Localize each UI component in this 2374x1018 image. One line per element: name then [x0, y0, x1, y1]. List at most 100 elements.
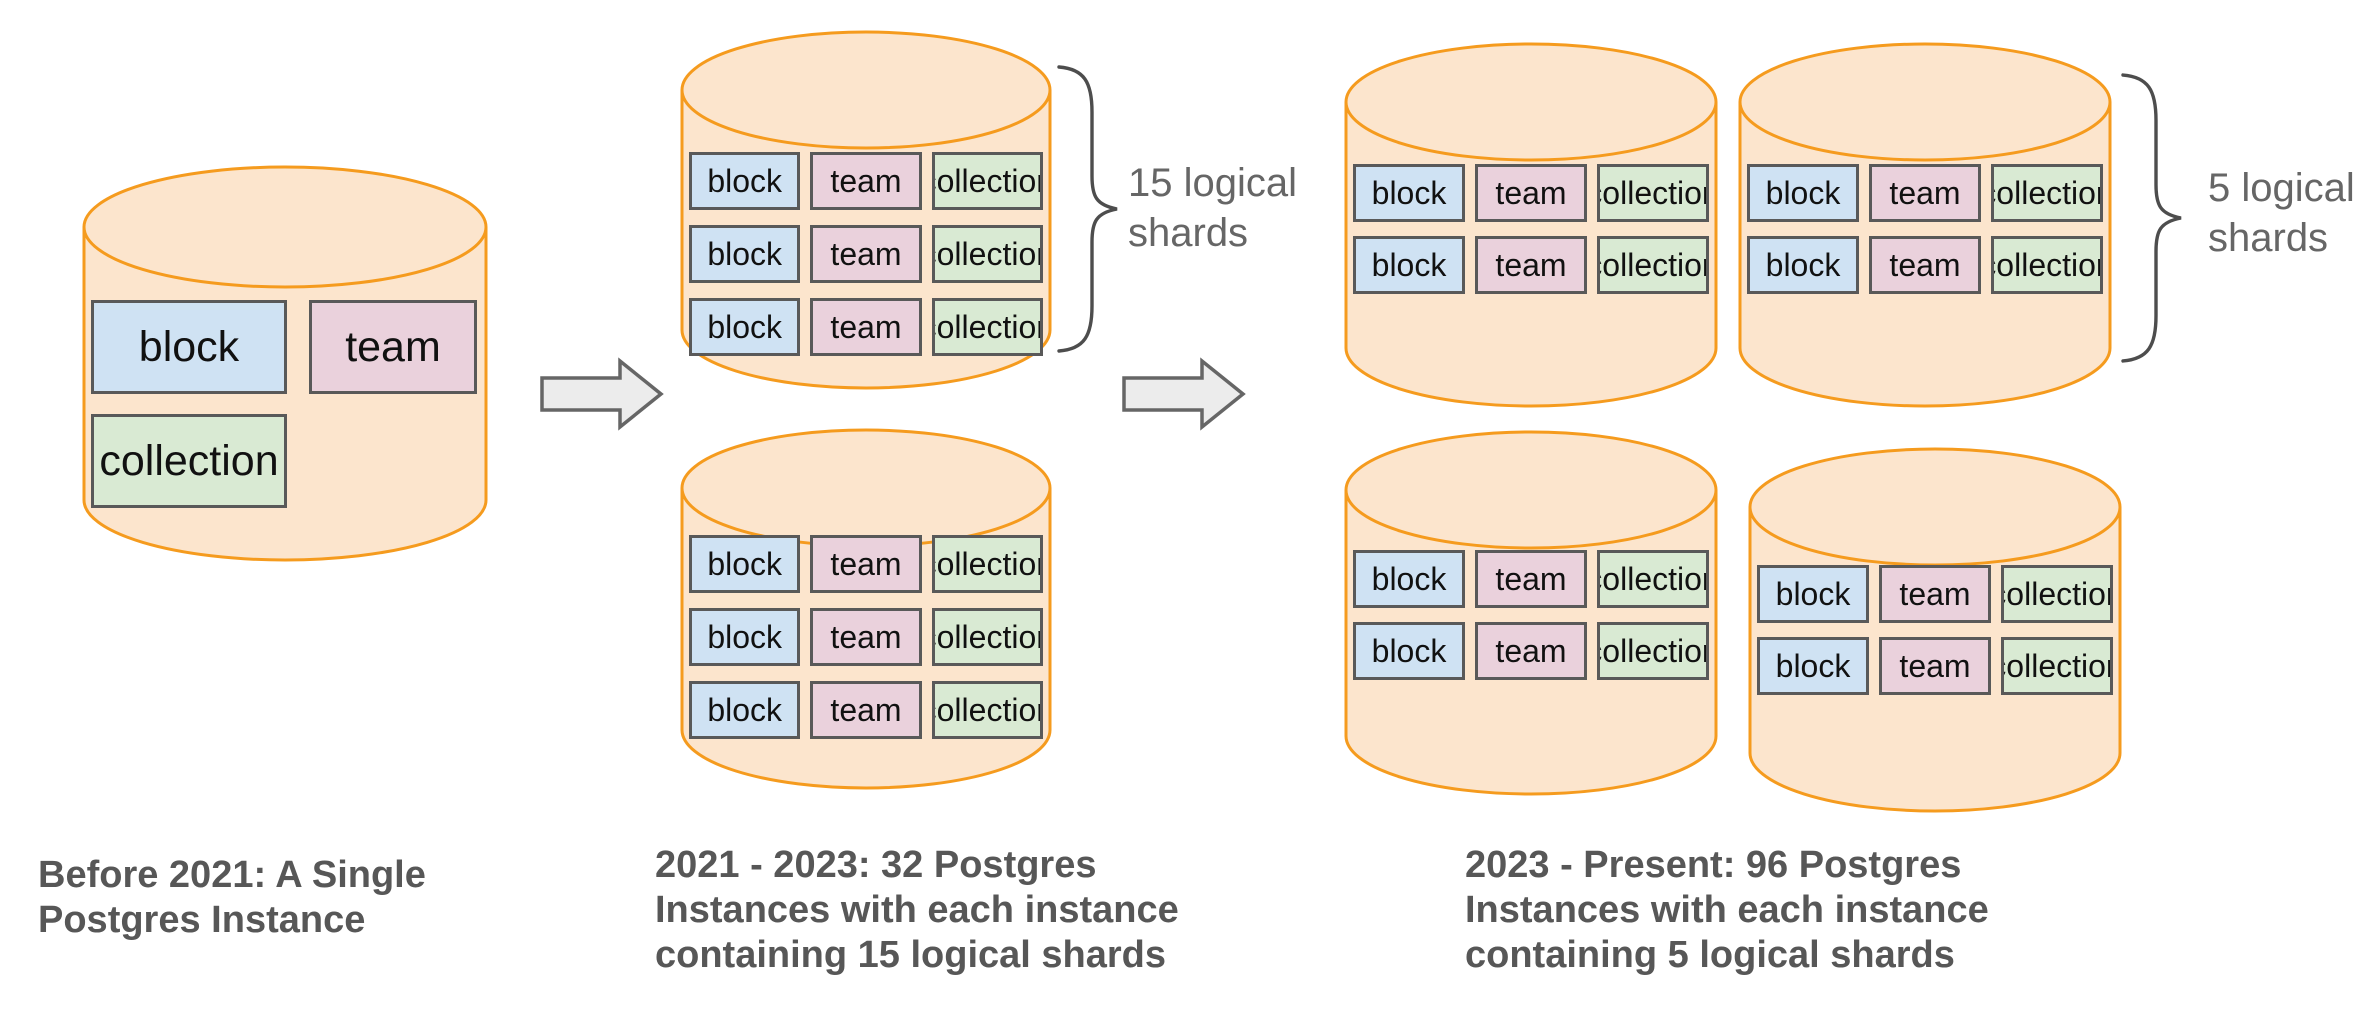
- shard-row: block team collection: [1353, 236, 1709, 294]
- shard-row: block team collection: [1757, 637, 2113, 695]
- collection-table-box: collection: [931, 608, 1043, 666]
- shard-rows: block team collection block team collect…: [1353, 164, 1709, 294]
- team-table-box: team: [1869, 236, 1981, 294]
- block-table-box: block: [1353, 164, 1465, 222]
- block-table-box: block: [1757, 565, 1869, 623]
- shard-row: block team collection: [1747, 164, 2103, 222]
- caption-line: containing 15 logical shards: [655, 934, 1167, 976]
- collection-table-box: collection: [931, 535, 1043, 593]
- collection-table-box: collection: [2001, 637, 2113, 695]
- shard-row: block team collection: [1757, 565, 2113, 623]
- shard-rows: block team collection block team collect…: [1757, 565, 2113, 695]
- team-table-box: team: [309, 300, 477, 394]
- team-table-box: team: [810, 681, 922, 739]
- stage-caption: Before 2021: A Single Postgres Instance: [38, 853, 426, 943]
- curly-brace-icon: [2121, 73, 2182, 363]
- shard-rows: block team collection block team collect…: [689, 152, 1043, 356]
- collection-table-box: collection: [1991, 164, 2103, 222]
- caption-line: 2021 - 2023: 32 Postgres: [655, 844, 1097, 886]
- shard-rows: block team collection block team collect…: [689, 535, 1043, 739]
- shard-rows: block team collection block team collect…: [1747, 164, 2103, 294]
- block-table-box: block: [689, 298, 801, 356]
- brace-path: [1057, 65, 1118, 353]
- block-table-box: block: [689, 608, 801, 666]
- caption-line: Instances with each instance: [655, 889, 1179, 931]
- collection-table-box: collection: [1597, 236, 1709, 294]
- annotation-line: shards: [2208, 216, 2329, 260]
- collection-table-box: collection: [1597, 550, 1709, 608]
- cylinder-top: [1748, 447, 2122, 567]
- postgres-instance-cylinder: block team collection block team collect…: [680, 428, 1052, 790]
- block-table-box: block: [91, 300, 287, 394]
- team-table-box: team: [1475, 622, 1587, 680]
- table-row: collection: [91, 414, 479, 508]
- shard-row: block team collection: [1353, 164, 1709, 222]
- caption-line: Before 2021: A Single: [38, 854, 426, 896]
- cylinder-top: [1344, 430, 1718, 550]
- collection-table-box: collection: [1597, 164, 1709, 222]
- shard-row: block team collection: [1747, 236, 2103, 294]
- cylinder-top: [82, 165, 488, 289]
- block-table-box: block: [1353, 550, 1465, 608]
- block-table-box: block: [689, 681, 801, 739]
- block-table-box: block: [1353, 236, 1465, 294]
- shard-row: block team collection: [689, 535, 1043, 593]
- collection-table-box: collection: [2001, 565, 2113, 623]
- block-table-box: block: [1747, 164, 1859, 222]
- team-table-box: team: [810, 152, 922, 210]
- team-table-box: team: [1879, 637, 1991, 695]
- table-row: block team: [91, 300, 479, 394]
- caption-line: Postgres Instance: [38, 899, 366, 941]
- shard-rows: block team collection block team collect…: [1353, 550, 1709, 680]
- team-table-box: team: [810, 298, 922, 356]
- cylinder-top: [1344, 42, 1718, 162]
- arrow-shape: [540, 357, 664, 431]
- team-table-box: team: [810, 535, 922, 593]
- caption-line: Instances with each instance: [1465, 889, 1989, 931]
- team-table-box: team: [1475, 550, 1587, 608]
- shard-row: block team collection: [689, 225, 1043, 283]
- shard-count-label: 5 logical shards: [2208, 163, 2355, 263]
- caption-line: containing 5 logical shards: [1465, 934, 1955, 976]
- right-arrow-icon: [1122, 357, 1246, 431]
- block-table-box: block: [689, 152, 801, 210]
- postgres-instance-cylinder: block team collection block team collect…: [1344, 42, 1718, 408]
- block-table-box: block: [1757, 637, 1869, 695]
- arrow-shape: [1122, 357, 1246, 431]
- collection-table-box: collection: [1991, 236, 2103, 294]
- shard-row: block team collection: [1353, 550, 1709, 608]
- team-table-box: team: [1475, 236, 1587, 294]
- block-table-box: block: [1353, 622, 1465, 680]
- block-table-box: block: [689, 225, 801, 283]
- collection-table-box: collection: [931, 298, 1043, 356]
- shard-row: block team collection: [1353, 622, 1709, 680]
- caption-line: 2023 - Present: 96 Postgres: [1465, 844, 1962, 886]
- curly-brace-icon: [1057, 65, 1118, 353]
- annotation-line: shards: [1128, 211, 1249, 255]
- team-table-box: team: [810, 608, 922, 666]
- shard-row: block team collection: [689, 298, 1043, 356]
- collection-table-box: collection: [1597, 622, 1709, 680]
- shard-row: block team collection: [689, 608, 1043, 666]
- cylinder-top: [680, 428, 1052, 548]
- shard-count-label: 15 logical shards: [1128, 158, 1297, 258]
- block-table-box: block: [689, 535, 801, 593]
- collection-table-box: collection: [931, 152, 1043, 210]
- brace-path: [2121, 73, 2182, 363]
- collection-table-box: collection: [931, 681, 1043, 739]
- table-rows: block team collection: [91, 300, 479, 508]
- postgres-instance-cylinder: block team collection block team collect…: [1748, 447, 2122, 813]
- team-table-box: team: [1475, 164, 1587, 222]
- postgres-instance-cylinder: block team collection: [82, 165, 488, 562]
- collection-table-box: collection: [931, 225, 1043, 283]
- right-arrow-icon: [540, 357, 664, 431]
- stage-caption: 2021 - 2023: 32 Postgres Instances with …: [655, 843, 1179, 978]
- shard-row: block team collection: [689, 152, 1043, 210]
- team-table-box: team: [1879, 565, 1991, 623]
- shard-row: block team collection: [689, 681, 1043, 739]
- annotation-line: 5 logical: [2208, 166, 2355, 210]
- postgres-instance-cylinder: block team collection block team collect…: [1738, 42, 2112, 408]
- team-table-box: team: [810, 225, 922, 283]
- postgres-instance-cylinder: block team collection block team collect…: [680, 30, 1052, 390]
